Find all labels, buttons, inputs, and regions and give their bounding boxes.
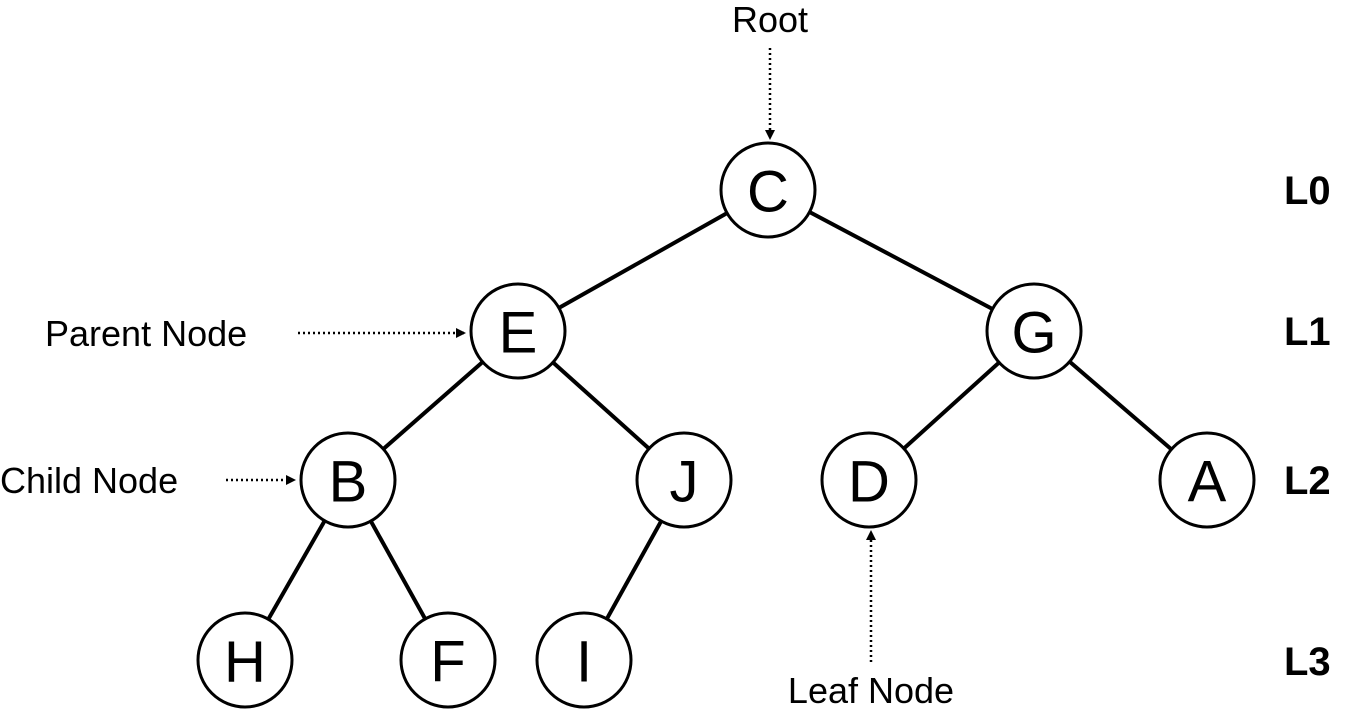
node-d-label: D <box>848 450 890 515</box>
node-f-label: F <box>430 630 465 695</box>
node-e-label: E <box>499 301 538 366</box>
level-l0-label: L0 <box>1284 169 1331 213</box>
root-label: Root <box>732 0 808 40</box>
level-labels: L0 L1 L2 L3 <box>1284 169 1331 684</box>
node-i-label: I <box>576 630 592 695</box>
node-a-label: A <box>1188 450 1227 515</box>
level-l2-label: L2 <box>1284 459 1331 503</box>
node-b-label: B <box>329 450 368 515</box>
node-g: G <box>985 282 1083 380</box>
edge-c-g <box>767 188 1035 333</box>
node-c: C <box>719 141 817 239</box>
node-h: H <box>196 611 294 709</box>
root-annotation: Root <box>732 0 808 140</box>
parent-node-label: Parent Node <box>45 313 247 354</box>
node-c-label: C <box>747 160 789 225</box>
node-f: F <box>399 611 497 709</box>
level-l1-label: L1 <box>1284 310 1331 354</box>
node-g-label: G <box>1011 301 1056 366</box>
node-e: E <box>469 282 567 380</box>
node-j-label: J <box>670 450 699 515</box>
parent-node-annotation: Parent Node <box>45 313 466 354</box>
level-l3-label: L3 <box>1284 640 1331 684</box>
leaf-node-annotation: Leaf Node <box>788 530 954 711</box>
node-h-label: H <box>224 630 266 695</box>
node-a: A <box>1158 431 1256 529</box>
node-b: B <box>299 431 397 529</box>
node-j: J <box>635 431 733 529</box>
node-i: I <box>535 611 633 709</box>
child-node-label: Child Node <box>0 460 178 501</box>
node-d: D <box>820 431 918 529</box>
edges <box>243 188 1209 661</box>
leaf-node-label: Leaf Node <box>788 670 954 711</box>
child-node-annotation: Child Node <box>0 460 296 501</box>
